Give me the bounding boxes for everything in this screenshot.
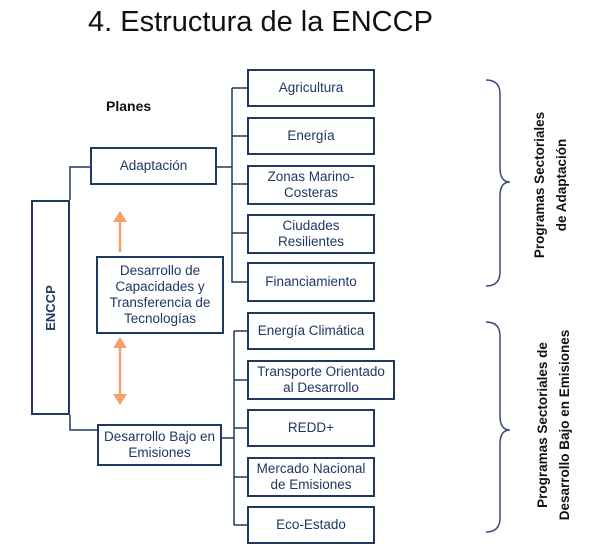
group-label-emisiones-text: Programas Sectoriales de Desarrollo Bajo… (535, 329, 572, 521)
program-zonas-marino-costeras-box: Zonas Marino-Costeras (247, 165, 375, 205)
brace-adaptacion (485, 79, 511, 287)
program-eco-estado-label: Eco-Estado (276, 517, 346, 532)
program-ciudades-resilientes-label: Ciudades Resilientes (277, 218, 345, 249)
program-financiamiento-label: Financiamiento (265, 274, 357, 289)
planes-label: Planes (106, 98, 152, 114)
program-ciudades-resilientes-box: Ciudades Resilientes (247, 214, 375, 254)
slide-title: 4. Estructura de la ENCCP (88, 6, 433, 38)
program-redd-box: REDD+ (247, 409, 375, 447)
program-energia-box: Energía (247, 117, 375, 155)
enccp-label: ENCCP (42, 284, 58, 331)
enccp-box: ENCCP (31, 200, 70, 415)
program-eco-estado-box: Eco-Estado (247, 506, 375, 544)
connector-root-adaptacion (69, 166, 90, 200)
plan-adaptacion-box: Adaptación (90, 147, 217, 185)
program-transporte-label: Transporte Orientado al Desarrollo (257, 364, 385, 395)
arrow-up-adaptacion (113, 211, 127, 252)
group-label-adaptacion-text: Programas Sectoriales de Adaptación (532, 111, 569, 259)
program-zonas-marino-costeras-label: Zonas Marino-Costeras (267, 169, 355, 200)
program-energia-label: Energía (287, 128, 335, 143)
program-agricultura-box: Agricultura (247, 69, 375, 107)
program-mercado-nacional-box: Mercado Nacional de Emisiones (247, 457, 375, 497)
plan-emisiones-label: Desarrollo Bajo en Emisiones (103, 429, 216, 460)
program-energia-climatica-label: Energía Climática (257, 323, 365, 338)
program-agricultura-label: Agricultura (278, 80, 344, 95)
plan-adaptacion-label: Adaptación (119, 158, 188, 173)
plan-capacidades-box: Desarrollo de Capacidades y Transferenci… (96, 256, 224, 334)
program-financiamiento-box: Financiamiento (247, 262, 375, 302)
plan-emisiones-box: Desarrollo Bajo en Emisiones (97, 424, 222, 466)
program-transporte-box: Transporte Orientado al Desarrollo (247, 360, 395, 400)
program-energia-climatica-box: Energía Climática (247, 312, 375, 350)
program-redd-label: REDD+ (287, 420, 335, 435)
connector-adaptacion-trunk (217, 88, 233, 262)
plan-capacidades-label: Desarrollo de Capacidades y Transferenci… (109, 263, 211, 326)
program-mercado-nacional-label: Mercado Nacional de Emisiones (256, 461, 366, 492)
connector-adaptacion-branches (231, 87, 247, 283)
brace-emisiones (485, 321, 511, 533)
connector-emisiones-trunk (222, 331, 235, 525)
connector-emisiones-branches (234, 330, 247, 526)
connector-root-emisiones (69, 415, 97, 431)
arrow-double-emisiones (113, 337, 127, 405)
